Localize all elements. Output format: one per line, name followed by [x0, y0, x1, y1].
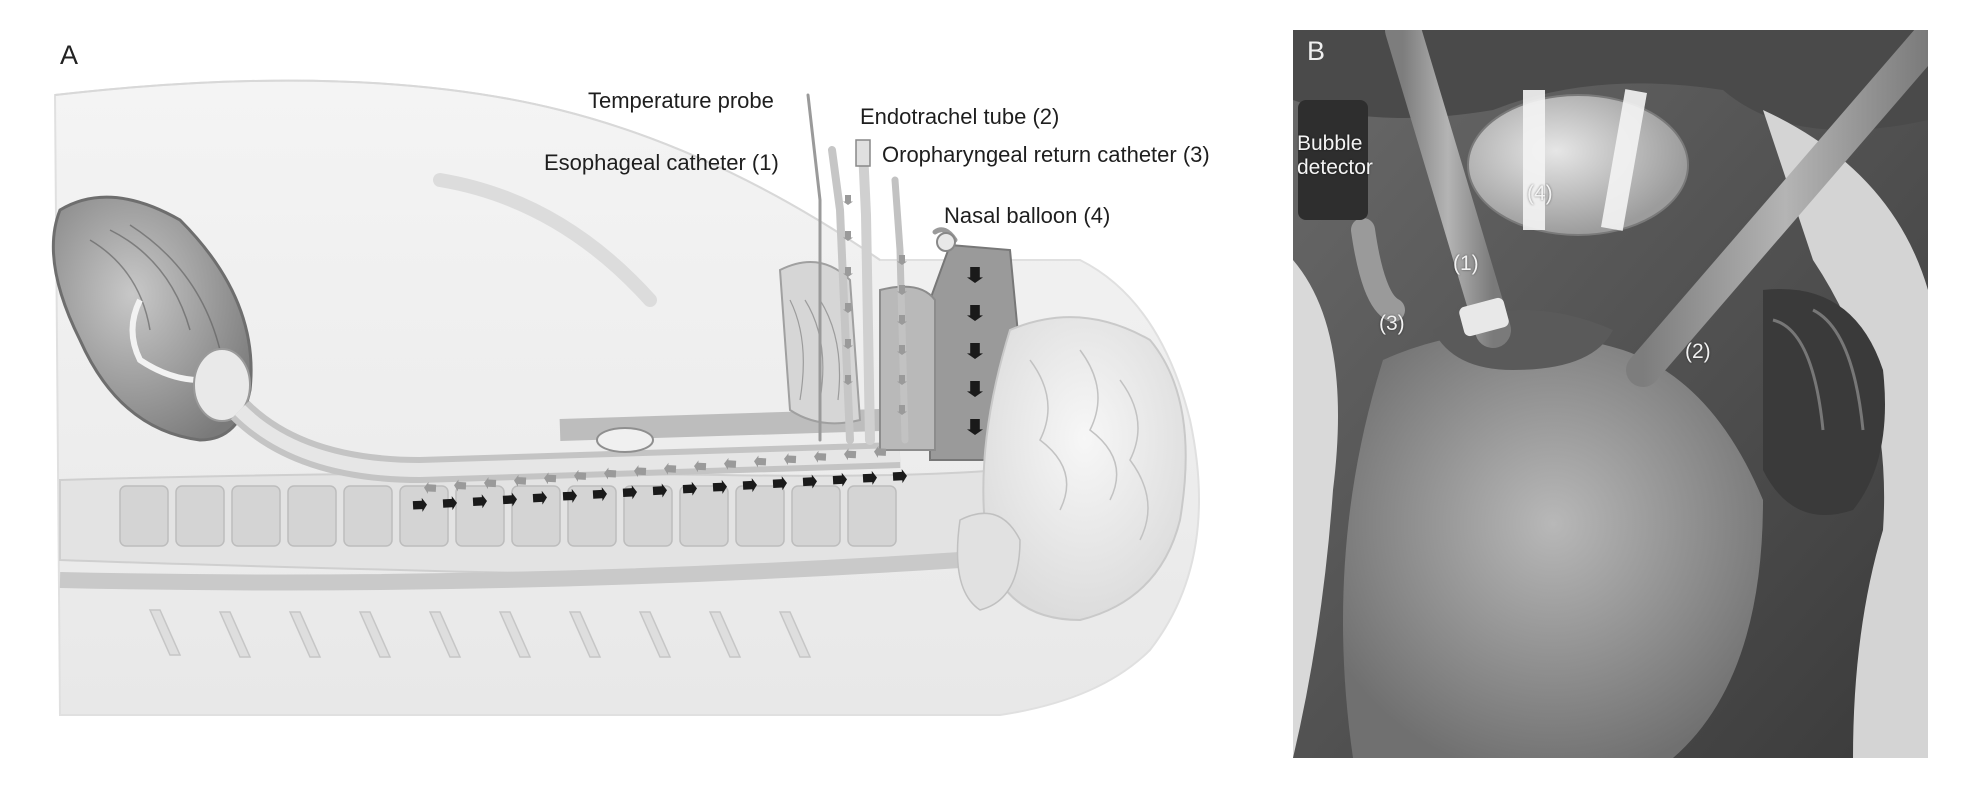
flow-arrow-icon	[544, 472, 557, 485]
flow-arrow-icon	[592, 487, 607, 502]
flow-arrow-icon	[454, 479, 467, 492]
cerebellum	[956, 512, 1021, 611]
label-bubble-detector: Bubble detector	[1297, 132, 1373, 179]
cuff-balloon	[596, 427, 654, 453]
sternebrae	[148, 609, 812, 658]
flow-arrow-icon	[532, 490, 547, 505]
flow-arrow-icon	[664, 462, 677, 475]
snout	[1343, 332, 1763, 758]
procedure-photo	[1293, 30, 1928, 758]
flow-arrow-icon	[442, 496, 457, 511]
flow-arrow-icon	[682, 481, 697, 496]
flow-arrow-icon	[784, 453, 797, 466]
panel-a-letter: A	[60, 40, 79, 70]
flow-arrow-icon	[843, 303, 853, 313]
tube-3	[1351, 218, 1405, 322]
nasal-balloon-fixture	[936, 232, 956, 252]
flow-arrow-icon	[412, 497, 427, 512]
flow-arrow-icon	[484, 477, 497, 490]
flow-arrow-icon	[843, 231, 853, 241]
scapula-shape	[433, 173, 657, 307]
flow-arrow-icon	[897, 375, 907, 385]
panel-a-diagram: A Temperature probe Esophageal catheter …	[51, 40, 1210, 716]
flow-arrow-icon	[712, 479, 727, 494]
flow-arrow-icon	[562, 488, 577, 503]
photo-label-1: (1)	[1453, 252, 1479, 275]
flow-arrow-icon	[574, 469, 587, 482]
label-nasal-balloon: Nasal balloon (4)	[944, 203, 1111, 228]
panel-b-photograph: B Bubble detector (1) (2) (3) (4)	[1293, 30, 1928, 758]
flow-arrow-icon	[897, 315, 907, 325]
flow-arrow-icon	[897, 345, 907, 355]
tube-2	[1626, 30, 1928, 387]
flow-arrow-icon	[814, 450, 827, 463]
panel-b-letter: B	[1307, 36, 1326, 66]
flow-arrow-icon	[634, 465, 647, 478]
flow-arrow-icon	[967, 305, 983, 321]
flow-arrow-icon	[967, 381, 983, 397]
photo-label-4: (4)	[1527, 182, 1553, 205]
flow-arrow-icon	[874, 445, 887, 458]
flow-arrow-icon	[843, 375, 853, 385]
flow-arrow-icon	[892, 469, 907, 484]
flow-arrow-icon	[472, 494, 487, 509]
flow-arrow-icon	[844, 448, 857, 461]
flow-arrow-icon	[772, 476, 787, 491]
photo-nasal-balloon	[1467, 94, 1689, 236]
label-oropharyngeal-return-catheter: Oropharyngeal return catheter (3)	[882, 142, 1210, 167]
bubble-detector-device	[1298, 100, 1368, 220]
photo-label-2: (2)	[1685, 340, 1711, 363]
flow-arrow-icon	[724, 457, 737, 470]
flow-arrow-icon	[897, 255, 907, 265]
flow-arrow-icon	[843, 339, 853, 349]
flow-arrow-icon	[604, 467, 617, 480]
flow-arrow-icon	[967, 267, 983, 283]
flow-arrow-icon	[754, 455, 767, 468]
flow-arrow-icon	[742, 478, 757, 493]
flow-arrow-icon	[802, 474, 817, 489]
flow-arrow-icon	[843, 267, 853, 277]
sagittal-section-diagram	[51, 79, 1200, 716]
flow-arrow-icon	[897, 405, 907, 415]
oral-cavity	[879, 285, 936, 451]
label-endotracheal-tube: Endotrachel tube (2)	[860, 104, 1060, 129]
endotracheal-connector	[855, 139, 871, 167]
label-temperature-probe: Temperature probe	[588, 88, 774, 113]
tube-1	[1385, 30, 1511, 348]
flow-arrow-icon	[652, 483, 667, 498]
label-esophageal-catheter: Esophageal catheter (1)	[544, 150, 779, 175]
flow-arrow-icon	[832, 472, 847, 487]
photo-label-3: (3)	[1379, 312, 1405, 335]
flow-arrow-icon	[967, 419, 983, 435]
flow-arrow-icon	[424, 481, 437, 494]
flow-arrow-icon	[897, 285, 907, 295]
spinal-cord	[59, 552, 961, 591]
flow-arrow-icon	[843, 195, 853, 205]
flow-arrow-icon	[694, 460, 707, 473]
flow-arrow-icon	[862, 470, 877, 485]
gastric-balloon	[193, 348, 251, 422]
flow-arrows	[412, 195, 983, 512]
brain	[982, 316, 1187, 622]
vertebrae	[119, 485, 897, 547]
flow-arrow-icon	[622, 485, 637, 500]
flow-arrow-icon	[514, 474, 527, 487]
hoof	[1763, 289, 1885, 515]
flow-arrow-icon	[502, 492, 517, 507]
flow-arrow-icon	[967, 343, 983, 359]
